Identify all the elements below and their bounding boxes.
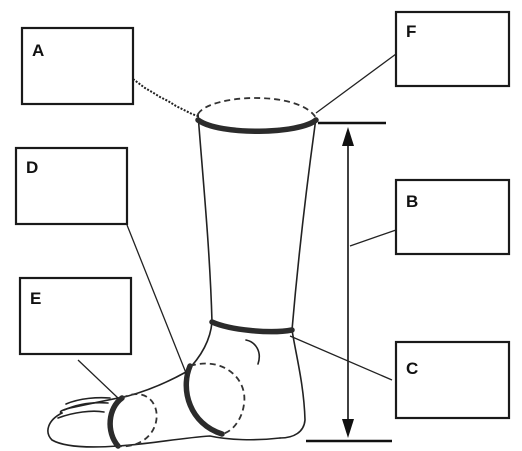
label-box-f[interactable]: F bbox=[394, 10, 511, 88]
leader-e bbox=[77, 359, 119, 399]
label-letter-e: E bbox=[30, 289, 41, 308]
height-dimension bbox=[306, 121, 392, 443]
leg-back-line bbox=[185, 113, 213, 373]
top-band-front bbox=[195, 117, 319, 134]
leader-a bbox=[132, 78, 199, 117]
heel-band-front bbox=[183, 363, 225, 437]
ankle-circumference-band bbox=[209, 319, 295, 335]
top-band-back-dashed bbox=[197, 97, 317, 119]
label-box-d[interactable]: D bbox=[14, 146, 129, 226]
label-box-e[interactable]: E bbox=[18, 276, 133, 356]
forefoot-band-back-dashed bbox=[117, 393, 158, 448]
toe-line-1 bbox=[65, 396, 111, 405]
ankle-band bbox=[209, 319, 295, 335]
toe-line-3 bbox=[57, 410, 105, 419]
top-circumference-band bbox=[195, 97, 319, 134]
label-letter-b: B bbox=[406, 192, 418, 211]
label-letter-f: F bbox=[406, 22, 416, 41]
forefoot-band bbox=[107, 393, 158, 449]
heel-instep-band bbox=[183, 362, 246, 437]
foot-top-line bbox=[59, 371, 187, 414]
label-box-c[interactable]: C bbox=[394, 340, 511, 420]
dimension-arrow-down bbox=[342, 419, 354, 438]
leader-b bbox=[349, 229, 397, 247]
forefoot-band-front bbox=[107, 395, 125, 449]
dimension-arrow-up bbox=[342, 127, 354, 146]
label-letter-c: C bbox=[406, 359, 418, 378]
label-letter-d: D bbox=[26, 158, 38, 177]
leg-front-line bbox=[279, 117, 317, 439]
leader-f bbox=[315, 53, 397, 114]
label-letter-a: A bbox=[32, 41, 44, 60]
heel-band-back-dashed bbox=[189, 362, 246, 435]
leader-lines bbox=[77, 53, 397, 399]
leader-d bbox=[126, 224, 189, 379]
sole-line bbox=[47, 412, 281, 448]
leader-c bbox=[289, 335, 393, 381]
ankle-bone-line bbox=[245, 339, 261, 365]
label-box-b[interactable]: B bbox=[394, 178, 511, 256]
toe-line-2 bbox=[63, 401, 109, 411]
label-box-a[interactable]: A bbox=[20, 26, 135, 106]
